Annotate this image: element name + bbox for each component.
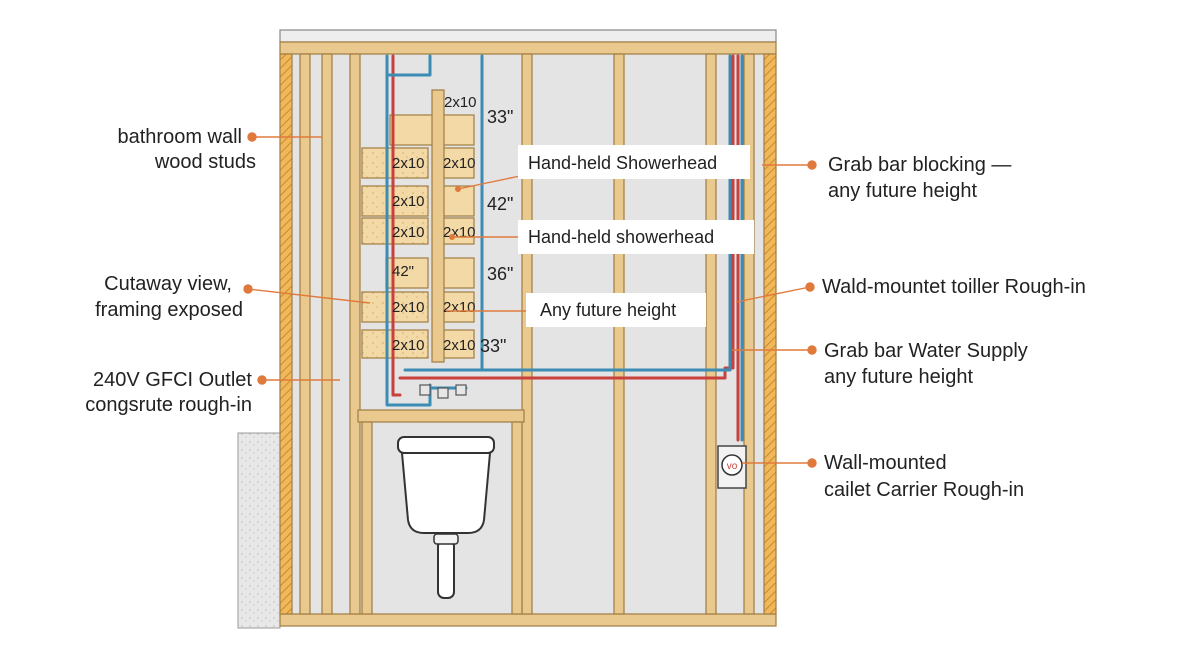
blocking xyxy=(361,291,429,323)
right-labels: Grab bar blocking — any future height Wa… xyxy=(822,154,1086,501)
label-toilet-rough-in: Wald-mountet toiller Rough-in xyxy=(822,276,1086,298)
blocking-label: 2x10 xyxy=(444,94,477,111)
label-carrier-rough-in-2: cailet Carrier Rough-in xyxy=(824,479,1024,501)
dimension-label: 42" xyxy=(487,194,513,214)
concrete-slab xyxy=(237,432,281,629)
dimension-label: 33" xyxy=(480,336,506,356)
dimension-label: 33" xyxy=(487,107,513,127)
callout-handheld-2: Hand-held showerhead xyxy=(528,227,714,247)
callout-dot xyxy=(449,234,455,240)
valve xyxy=(437,387,449,399)
grab-bar-blocking xyxy=(361,114,475,359)
bottom-plate xyxy=(279,613,777,627)
left-leaders xyxy=(243,132,371,385)
toilet xyxy=(397,436,495,599)
valves xyxy=(419,384,467,399)
outlet-face xyxy=(721,454,743,476)
label-water-supply: Grab bar Water Supply xyxy=(824,340,1028,362)
stud xyxy=(613,53,625,615)
hot-main-pipe xyxy=(398,54,735,380)
callout-box xyxy=(526,293,706,327)
label-gfci-outlet-2: congsrute rough-in xyxy=(85,394,252,416)
stud xyxy=(349,53,361,615)
right-end-post xyxy=(763,53,777,615)
label-grab-bar-blocking: Grab bar blocking — xyxy=(828,154,1011,176)
label-cutaway-2: framing exposed xyxy=(95,299,243,321)
stud xyxy=(521,53,533,615)
blocking-label: 2x10 xyxy=(392,155,425,172)
wall-outlet: vo xyxy=(717,445,747,489)
blocking xyxy=(361,329,429,359)
blocking-label: 2x10 xyxy=(392,337,425,354)
leader-line xyxy=(735,286,811,303)
leader-dot xyxy=(807,458,817,468)
callout-handheld-1: Hand-held Showerhead xyxy=(528,153,717,173)
leader-dot xyxy=(807,160,817,170)
blocking-label: 2x10 xyxy=(443,224,476,241)
callout-any-height: Any future height xyxy=(540,300,676,320)
callout-box xyxy=(518,220,754,254)
toilet-flush-pipe xyxy=(437,539,455,599)
leader-dot xyxy=(257,375,267,385)
top-plate xyxy=(279,41,777,55)
wood-studs xyxy=(299,53,755,615)
stud xyxy=(299,53,311,615)
leader-dot xyxy=(247,132,257,142)
stud xyxy=(321,53,333,615)
toilet-tank-lid xyxy=(397,436,495,454)
label-water-supply-2: any future height xyxy=(824,366,973,388)
valve xyxy=(419,384,431,396)
callout-dot xyxy=(455,186,461,192)
dimension-labels: 33" 42" 36" 33" xyxy=(480,107,513,356)
blocking xyxy=(439,257,475,289)
label-grab-bar-blocking-2: any future height xyxy=(828,180,977,202)
toilet-header xyxy=(357,409,525,423)
top-cap xyxy=(279,29,777,43)
blocking xyxy=(361,185,429,217)
blocking-label: 42" xyxy=(392,263,414,280)
stud xyxy=(743,53,755,615)
dimension-label: 36" xyxy=(487,264,513,284)
toilet-tank xyxy=(400,452,492,534)
label-wood-studs-2: wood studs xyxy=(154,151,256,173)
left-end-post xyxy=(279,53,293,615)
blocking-labels: 2x10 2x10 2x10 2x10 2x10 2x10 42" 2x10 2… xyxy=(392,94,477,354)
leader-dot xyxy=(805,282,815,292)
blocking-label: 2x10 xyxy=(443,337,476,354)
toilet-right-post xyxy=(511,421,523,615)
label-cutaway: Cutaway view, xyxy=(104,273,232,295)
blocking xyxy=(361,147,429,179)
callout-box xyxy=(518,145,750,179)
label-gfci-outlet: 240V GFCI Outlet xyxy=(93,369,252,391)
toilet-pipe-collar xyxy=(433,533,459,545)
cold-riser-pipe xyxy=(386,54,432,77)
callouts: Hand-held Showerhead Hand-held showerhea… xyxy=(446,145,754,327)
left-labels: bathroom wall wood studs Cutaway view, f… xyxy=(85,126,256,416)
stud xyxy=(705,53,717,615)
leader-dot xyxy=(243,284,253,294)
blocking-label: 2x10 xyxy=(392,193,425,210)
valve xyxy=(455,384,467,396)
blocking-label: 2x10 xyxy=(443,155,476,172)
blocking xyxy=(439,217,475,245)
toilet-left-post xyxy=(361,421,373,615)
blocking-label: 2x10 xyxy=(392,299,425,316)
label-wood-studs: bathroom wall xyxy=(117,126,242,148)
hot-supply-pipe xyxy=(391,54,402,397)
blocking xyxy=(361,217,429,245)
blocking xyxy=(439,329,475,359)
blocking-label: 2x10 xyxy=(443,299,476,316)
blocking-center-post xyxy=(431,89,445,363)
label-carrier-rough-in: Wall-mounted xyxy=(824,452,947,474)
right-leaders xyxy=(732,160,817,468)
blocking-label: 2x10 xyxy=(392,224,425,241)
outlet-glyph: vo xyxy=(727,461,738,472)
callout-leader xyxy=(457,175,521,190)
leader-dot xyxy=(807,345,817,355)
leader-line xyxy=(247,288,371,304)
